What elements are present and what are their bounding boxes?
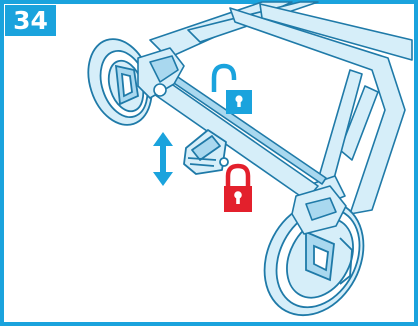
step-number-badge: 34 [5, 5, 56, 36]
double-arrow-vertical-icon [153, 132, 173, 186]
padlock-closed-icon [224, 166, 252, 212]
